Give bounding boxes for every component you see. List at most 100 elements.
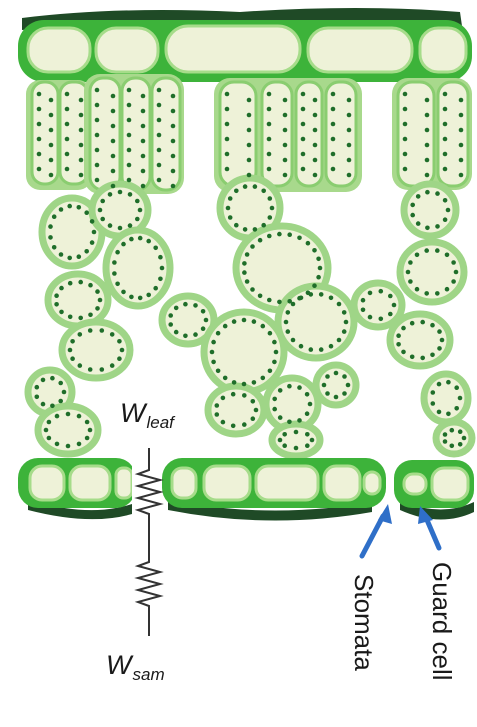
chloroplast-dot (128, 223, 133, 228)
spongy-cell (204, 312, 284, 392)
chloroplast-dot (446, 208, 451, 213)
chloroplast-dot (111, 109, 116, 114)
chloroplast-dot (396, 342, 401, 347)
chloroplast-dot (67, 256, 72, 261)
chloroplast-dot (331, 152, 336, 157)
chloroplast-dot (443, 198, 448, 203)
epidermis-cell (420, 28, 466, 72)
chloroplast-dot (232, 319, 237, 324)
chloroplast-dot (77, 442, 82, 447)
chloroplast-dot (221, 420, 226, 425)
palisade-cell (152, 78, 180, 190)
chloroplast-dot (84, 249, 89, 254)
chloroplast-dot (37, 152, 42, 157)
chloroplast-dot (68, 348, 73, 353)
chloroplast-dot (231, 392, 236, 397)
epidermis-cell (116, 468, 132, 498)
chloroplast-dot (157, 163, 162, 168)
chloroplast-dot (313, 128, 318, 133)
chloroplast-dot (223, 376, 228, 381)
chloroplast-dot (221, 396, 226, 401)
chloroplast-dot (270, 206, 275, 211)
spongy-cell (278, 286, 354, 358)
chloroplast-dot (115, 282, 120, 287)
chloroplast-dot (253, 227, 258, 232)
chloroplast-dot (454, 385, 459, 390)
chloroplast-dot (415, 287, 420, 292)
chloroplast-dot (342, 374, 347, 379)
chloroplast-dot (325, 391, 330, 396)
chloroplast-dot (120, 348, 125, 353)
chloroplast-dot (247, 98, 252, 103)
chloroplast-dot (79, 128, 84, 133)
chloroplast-dot (49, 98, 54, 103)
chloroplast-dot (127, 103, 132, 108)
chloroplast-dot (41, 378, 46, 383)
chloroplast-dot (416, 221, 421, 226)
chloroplast-dot (425, 98, 430, 103)
chloroplast-dot (225, 107, 230, 112)
chloroplast-dot (65, 122, 70, 127)
chloroplast-dot (55, 442, 60, 447)
chloroplast-dot (451, 260, 456, 265)
chloroplast-dot (313, 158, 318, 163)
chloroplast-dot (261, 223, 266, 228)
chloroplast-dot (408, 260, 413, 265)
chloroplast-dot (95, 118, 100, 123)
chloroplast-dot (138, 296, 143, 301)
chloroplast-dot (250, 244, 255, 249)
chloroplast-dot (70, 339, 75, 344)
chloroplast-dot (55, 414, 60, 419)
chloroplast-dot (283, 98, 288, 103)
chloroplast-dot (451, 279, 456, 284)
chloroplast-dot (283, 143, 288, 148)
chloroplast-dot (443, 439, 448, 444)
chloroplast-dot (58, 381, 63, 386)
chloroplast-dot (70, 356, 75, 361)
chloroplast-dot (424, 291, 429, 296)
chloroplast-dot (316, 257, 321, 262)
chloroplast-dot (392, 303, 397, 308)
chloroplast-dot (287, 232, 292, 237)
chloroplast-dot (459, 173, 464, 178)
chloroplast-dot (425, 158, 430, 163)
chloroplast-dot (95, 163, 100, 168)
chloroplast-dot (252, 319, 257, 324)
chloroplast-dot (294, 446, 299, 451)
palisade-cell (32, 82, 58, 184)
chloroplast-dot (215, 403, 220, 408)
chloroplast-dot (261, 324, 266, 329)
arrow-guardcell-shaft (427, 520, 439, 548)
epidermis-cell (172, 468, 196, 498)
chloroplast-dot (129, 237, 134, 242)
chloroplast-dot (66, 412, 71, 417)
chloroplast-dot (52, 245, 57, 250)
chloroplast-dot (201, 309, 206, 314)
chloroplast-dot (313, 113, 318, 118)
chloroplast-dot (431, 390, 436, 395)
chloroplast-dot (297, 418, 302, 423)
chloroplast-dot (77, 205, 82, 210)
arrow-stomata-shaft (362, 516, 383, 556)
chloroplast-dot (291, 302, 296, 307)
chloroplast-dot (242, 422, 247, 427)
chloroplast-dot (258, 238, 263, 243)
chloroplast-dot (337, 338, 342, 343)
chloroplast-dot (127, 148, 132, 153)
chloroplast-dot (458, 442, 463, 447)
chloroplast-dot (50, 376, 55, 381)
chloroplast-dot (267, 107, 272, 112)
chloroplast-dot (100, 199, 105, 204)
chloroplast-dot (44, 428, 49, 433)
chloroplast-dot (283, 158, 288, 163)
resistor-mask (132, 452, 162, 522)
chloroplast-dot (347, 98, 352, 103)
chloroplast-dot (88, 367, 93, 372)
chloroplast-dot (267, 167, 272, 172)
chloroplast-dot (361, 298, 366, 303)
chloroplast-dot (431, 401, 436, 406)
chloroplast-dot (368, 291, 373, 296)
chloroplast-dot (410, 213, 415, 218)
chloroplast-dot (459, 143, 464, 148)
